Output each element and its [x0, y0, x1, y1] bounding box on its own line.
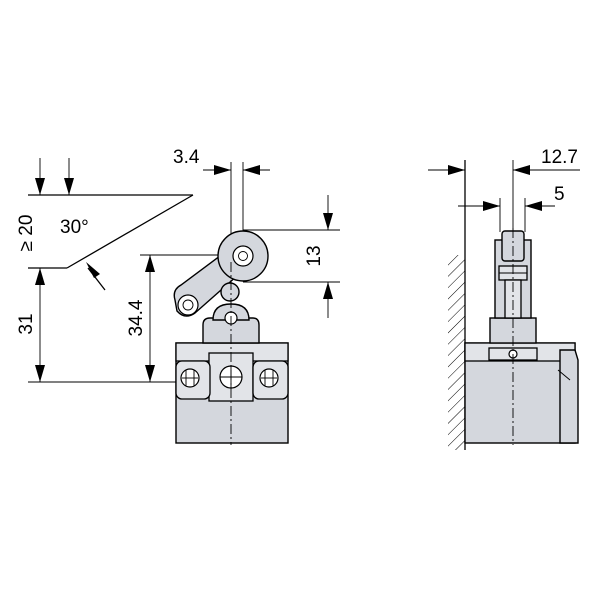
roller-diameter-label: 13: [304, 245, 325, 266]
side-overall-label: 12.7: [541, 147, 578, 168]
roller: [217, 230, 269, 282]
screw-icon: [180, 368, 200, 388]
switch-body-side: [464, 342, 579, 444]
roller-offset-label: 3.4: [173, 147, 200, 168]
side-plunger-dimension: 5: [458, 184, 565, 232]
side-overall-dimension: 12.7: [428, 147, 580, 230]
front-view: ≥ 20 30° 31 34.4 3.4: [16, 147, 340, 445]
side-plunger-label: 5: [554, 184, 565, 205]
ramp-direction-arrow: [86, 262, 106, 291]
roller-diameter-dimension: 13: [243, 195, 340, 318]
actuation-angle-label: 30°: [60, 217, 89, 238]
cam-travel-label: ≥ 20: [16, 215, 37, 252]
mounting-wall: [448, 160, 466, 450]
switch-body-front: [175, 342, 289, 444]
roller-height-dimension: 34.4: [126, 254, 242, 382]
side-view: 12.7 5: [428, 147, 580, 450]
body-height-label: 31: [16, 313, 37, 334]
cam-ramp: [28, 194, 194, 269]
roller-height-label: 34.4: [126, 299, 147, 336]
body-height-dimension: 31: [16, 313, 180, 383]
screw-icon: [259, 368, 279, 388]
cam-travel-dimension: ≥ 20 30°: [16, 158, 89, 382]
